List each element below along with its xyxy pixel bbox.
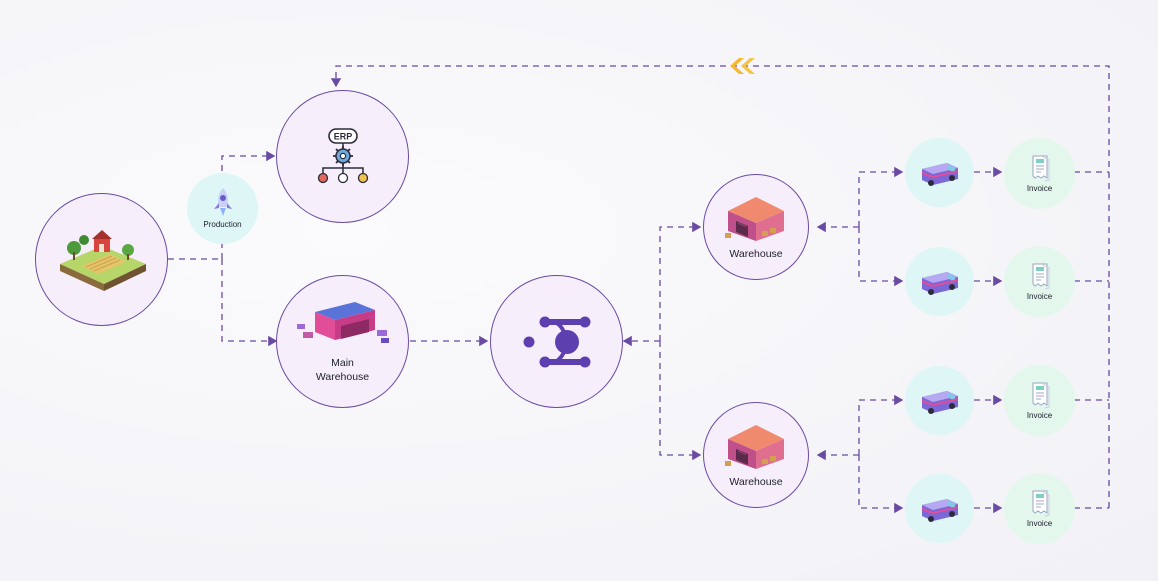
line-to-van-4 (858, 455, 904, 514)
warehouse-icon (725, 425, 784, 469)
warehouse-bottom-label: Warehouse (729, 476, 783, 488)
line-return-to-erp (330, 65, 1110, 508)
line-to-van-1 (858, 166, 904, 227)
van-icon (921, 162, 958, 186)
invoice-label-4: Invoice (1026, 518, 1053, 528)
farm-icon (59, 229, 146, 291)
invoice-label-3: Invoice (1026, 410, 1053, 420)
hub-node[interactable] (490, 275, 623, 408)
production-node[interactable]: Production (187, 173, 258, 244)
van-icon (921, 390, 958, 414)
van-node-2[interactable] (905, 247, 974, 316)
main-warehouse-label-line1: Main (331, 356, 354, 369)
hub-logo-icon (523, 316, 590, 367)
double-chevron-left-icon (730, 58, 755, 74)
receipt-icon (1032, 155, 1049, 181)
warehouse-bottom-node[interactable]: Warehouse (703, 402, 809, 508)
invoice-node-3[interactable]: Invoice (1004, 365, 1075, 436)
invoice-label-1: Invoice (1026, 183, 1053, 193)
invoice-node-4[interactable]: Invoice (1004, 473, 1075, 544)
line-to-van-3 (858, 394, 904, 455)
warehouse-top-node[interactable]: Warehouse (703, 174, 809, 280)
erp-icon-text: ERP (333, 131, 352, 141)
van-icon (921, 498, 958, 522)
van-node-4[interactable] (905, 474, 974, 543)
main-warehouse-label-line2: Warehouse (315, 370, 370, 383)
erp-node[interactable]: ERP (276, 90, 409, 223)
farm-node[interactable] (35, 193, 168, 326)
invoice-node-2[interactable]: Invoice (1004, 246, 1075, 317)
line-to-warehouse-bottom (659, 341, 702, 461)
line-to-van-2 (858, 227, 904, 287)
van-node-1[interactable] (905, 138, 974, 207)
line-to-warehouse-top (659, 221, 702, 341)
invoice-node-1[interactable]: Invoice (1004, 138, 1075, 209)
production-label: Production (203, 220, 242, 229)
main-warehouse-node[interactable]: Main Warehouse (276, 275, 409, 408)
van-icon (921, 271, 958, 295)
line-to-main-warehouse (221, 259, 278, 347)
factory-icon (296, 301, 389, 343)
erp-icon: ERP (317, 127, 368, 183)
receipt-icon (1032, 382, 1049, 408)
invoice-label-2: Invoice (1026, 291, 1053, 301)
receipt-icon (1032, 490, 1049, 516)
receipt-icon (1032, 263, 1049, 289)
warehouse-top-label: Warehouse (729, 248, 783, 260)
van-node-3[interactable] (905, 366, 974, 435)
rocket-icon (213, 188, 232, 216)
warehouse-icon (725, 197, 784, 241)
